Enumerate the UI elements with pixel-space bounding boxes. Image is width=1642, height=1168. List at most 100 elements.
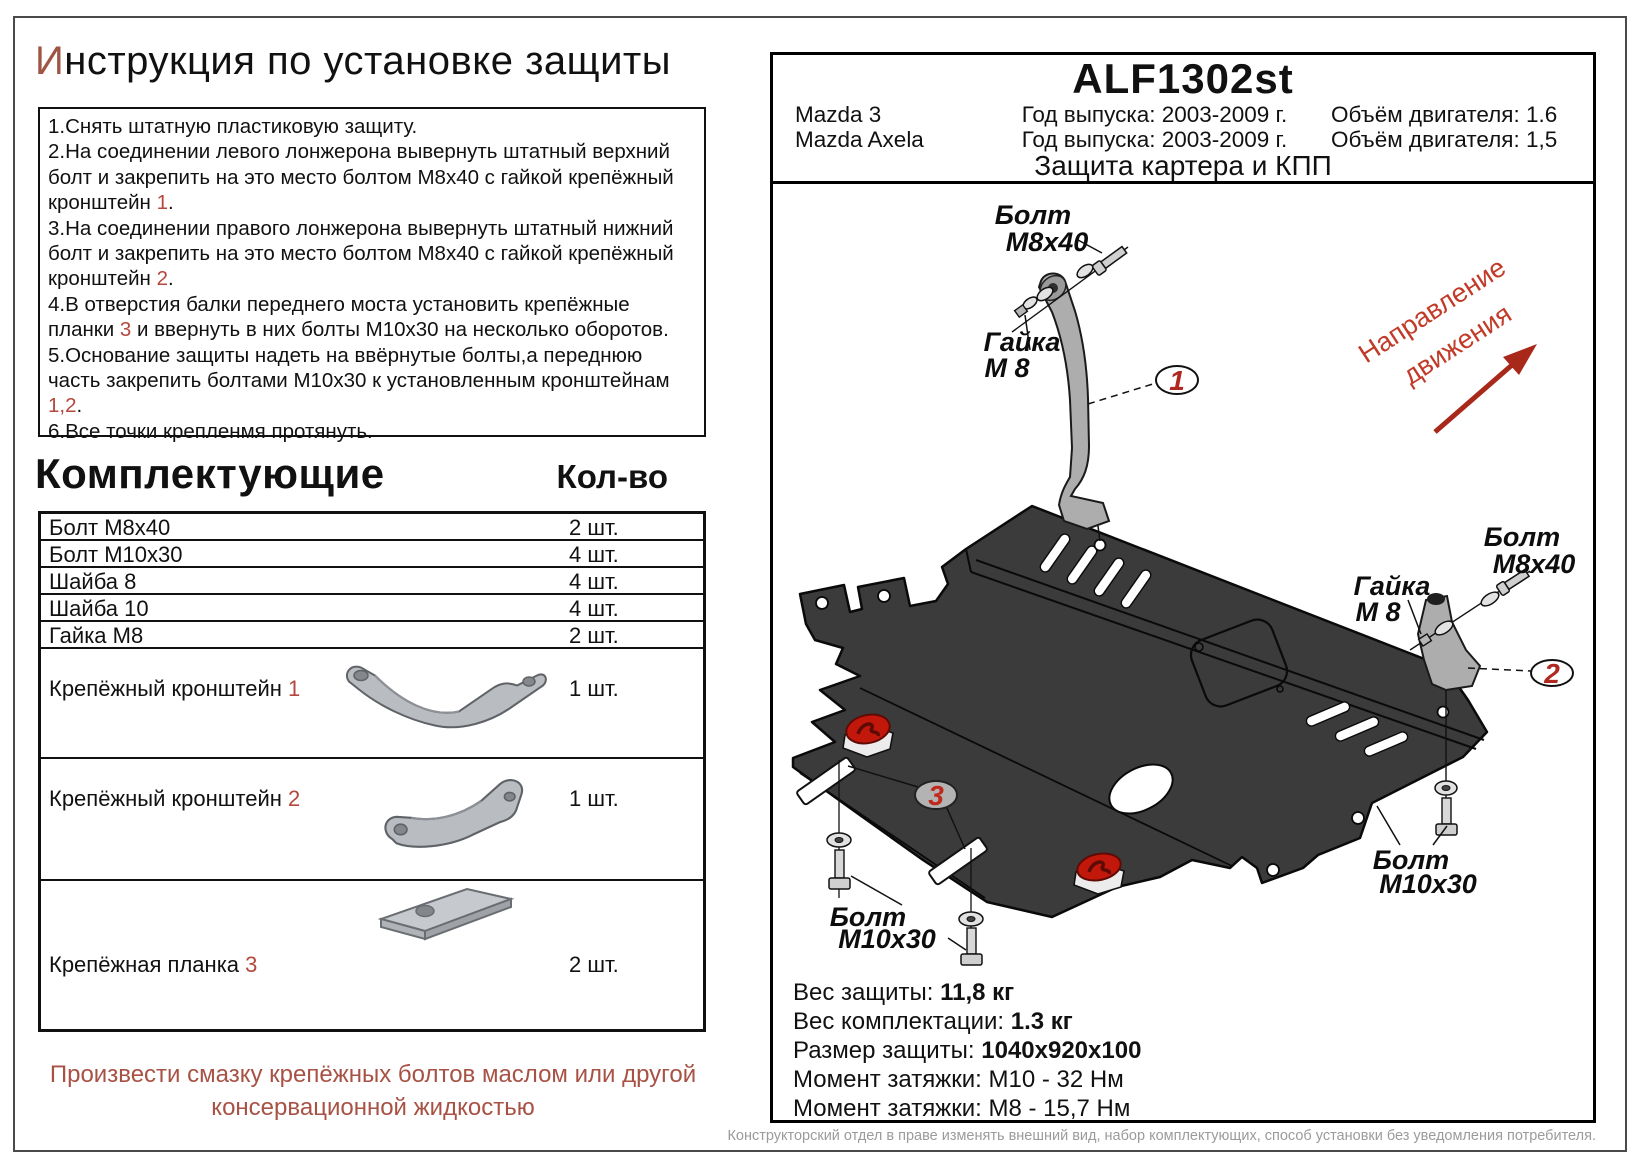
instruction-line: 1,2. — [48, 393, 696, 418]
spec-label: Момент затяжки: — [793, 1066, 989, 1093]
table-row: Крепёжная планка 3 2 шт. — [41, 881, 703, 1029]
component-label: Гайка М8 — [41, 622, 703, 649]
instruction-line: 4.В отверстия балки переднего моста уста… — [48, 292, 696, 317]
label-nut-m8-left2: М 8 — [984, 353, 1029, 383]
title-first-letter: И — [35, 39, 65, 83]
spec-line: Момент затяжки: М8 - 15,7 Нм — [793, 1094, 1141, 1123]
direction-arrow — [1433, 363, 1514, 434]
label-nut-m8-right2: М 8 — [1355, 597, 1400, 627]
bracket-1-image — [341, 657, 551, 757]
table-row: Гайка М8 2 шт. — [41, 622, 703, 649]
note-line: Произвести смазку крепёжных болтов масло… — [49, 1061, 697, 1088]
text-segment: Гайка М8 — [49, 623, 144, 648]
text-segment: 3.На соединении правого лонжерона выверн… — [48, 216, 674, 240]
component-qty: 4 шт. — [569, 596, 619, 621]
spec-value: 1040x920x100 — [981, 1037, 1142, 1064]
legal-footer: Конструкторский отдел в праве изменять в… — [727, 1128, 1596, 1144]
spec-label: Размер защиты: — [793, 1037, 982, 1064]
label-bolt-m8x40-right2: М8х40 — [1493, 549, 1576, 579]
component-label: Шайба 10 — [41, 595, 703, 622]
text-segment: Крепёжный кронштейн — [49, 786, 289, 811]
spec-label: Момент затяжки: — [793, 1095, 989, 1122]
access-hatch — [1189, 618, 1289, 708]
plate-crease-top — [965, 548, 1485, 750]
text-segment: 5.Основание защиты надеть на ввёрнутые б… — [48, 343, 643, 367]
vent-slots-right — [1305, 701, 1409, 757]
note-line: консервационной жидкостью — [211, 1094, 535, 1121]
label-bolt-m8x40-top: Болт — [995, 200, 1071, 230]
component-label: Крепёжный кронштейн 2 — [41, 759, 703, 812]
component-qty: 1 шт. — [569, 786, 619, 811]
bolt-m10x30-assembly-mid — [958, 848, 984, 966]
instruction-line: кронштейн 1. — [48, 190, 696, 215]
mount-holes — [815, 538, 1450, 877]
text-segment: болт и закрепить на это место болтом М8х… — [48, 165, 674, 189]
instruction-line: болт и закрепить на это место болтом М8х… — [48, 165, 696, 190]
label-bolt-m10x30-right2: М10х30 — [1379, 869, 1477, 899]
text-segment: и ввернуть в них болты М10х30 на несколь… — [131, 318, 669, 342]
bolt-m10x30-assembly-left — [826, 760, 852, 898]
label-nut-m8-right: Гайка — [1354, 571, 1431, 601]
vehicle-model: Mazda 3 — [795, 102, 882, 127]
plate-bar-image — [377, 887, 515, 941]
text-segment: 6.Все точки крепленмя протянуть. — [48, 419, 373, 443]
accent-number: 3 — [119, 318, 132, 342]
text-segment: 2.На соединении левого лонжерона выверну… — [48, 140, 670, 164]
instruction-line: 6.Все точки крепленмя протянуть. — [48, 419, 696, 444]
plate-crease-bottom — [799, 687, 1233, 899]
spec-line: Момент затяжки: М10 - 32 Нм — [793, 1065, 1141, 1094]
text-segment: Болт М10х30 — [49, 542, 183, 567]
instruction-line: 3.На соединении правого лонжерона выверн… — [48, 216, 696, 241]
spec-line: Размер защиты: 1040x920x100 — [793, 1036, 1141, 1065]
lubrication-note: Произвести смазку крепёжных болтов масло… — [40, 1058, 706, 1124]
bracket-2-image — [371, 771, 551, 876]
label-bolt-m8x40-top2: М8х40 — [1006, 227, 1089, 257]
plate-bar-image — [371, 881, 521, 948]
title-rest: нструкция по установке защиты — [64, 39, 671, 83]
leader-lines — [847, 239, 1532, 951]
vehicle-engine: Объём двигателя: 1,5 — [1331, 127, 1558, 152]
components-heading: Комплектующие — [35, 450, 385, 497]
instruction-line: 1.Снять штатную пластиковую защиту. — [48, 114, 696, 139]
text-segment: Крепёжный кронштейн — [49, 676, 289, 701]
instruction-line: кронштейн 2. — [48, 266, 696, 291]
vehicle-engine: Объём двигателя: 1.6 — [1331, 102, 1558, 127]
skid-plate — [791, 504, 1489, 919]
component-qty: 2 шт. — [569, 623, 619, 648]
product-panel: ALF1302st Mazda 3 Год выпуска: 2003-2009… — [770, 52, 1596, 1123]
accent-number: 2 — [288, 786, 301, 811]
vehicle-model: Mazda Axela — [795, 127, 924, 152]
text-segment: Крепёжная планка — [49, 952, 246, 977]
accent-number: 1,2 — [48, 394, 77, 418]
spec-value: 1.3 кг — [1010, 1008, 1073, 1035]
bolt-m8x40-assembly-right — [1409, 568, 1531, 651]
text-segment: планки — [48, 318, 120, 342]
product-code: ALF1302st — [1072, 55, 1294, 102]
clamp-marker — [842, 713, 894, 758]
bracket-2-image — [384, 779, 524, 848]
label-bolt-m8x40-right: Болт — [1484, 522, 1560, 552]
component-qty: 4 шт. — [569, 542, 619, 567]
spec-value: 11,8 кг — [940, 979, 1015, 1006]
table-row: Крепёжный кронштейн 1 1 шт. — [41, 649, 703, 759]
label-bolt-m10x30-right: Болт — [1373, 845, 1449, 875]
text-segment: часть закрепить болтами М10х30 к установ… — [48, 369, 670, 393]
instruction-line: болт и закрепить на это место болтом М8х… — [48, 241, 696, 266]
spec-line: Вес защиты: 11,8 кг — [793, 978, 1141, 1007]
install-diagram: 3 1 2 Направление движения Болт М8х40 — [791, 200, 1576, 966]
spec-value: М8 - 15,7 Нм — [988, 1095, 1131, 1122]
accent-number: 3 — [245, 952, 258, 977]
page-title: Инструкция по установке защиты — [35, 38, 671, 84]
vehicle-year: Год выпуска: 2003-2009 г. — [1021, 102, 1288, 127]
spec-label: Вес защиты: — [793, 979, 941, 1006]
table-row: Болт М10х30 4 шт. — [41, 541, 703, 568]
label-nut-m8-left: Гайка — [984, 327, 1061, 357]
text-segment: . — [167, 267, 174, 291]
plate-oval-hole — [1108, 763, 1174, 815]
components-header: Комплектующие Кол-во — [35, 450, 706, 498]
